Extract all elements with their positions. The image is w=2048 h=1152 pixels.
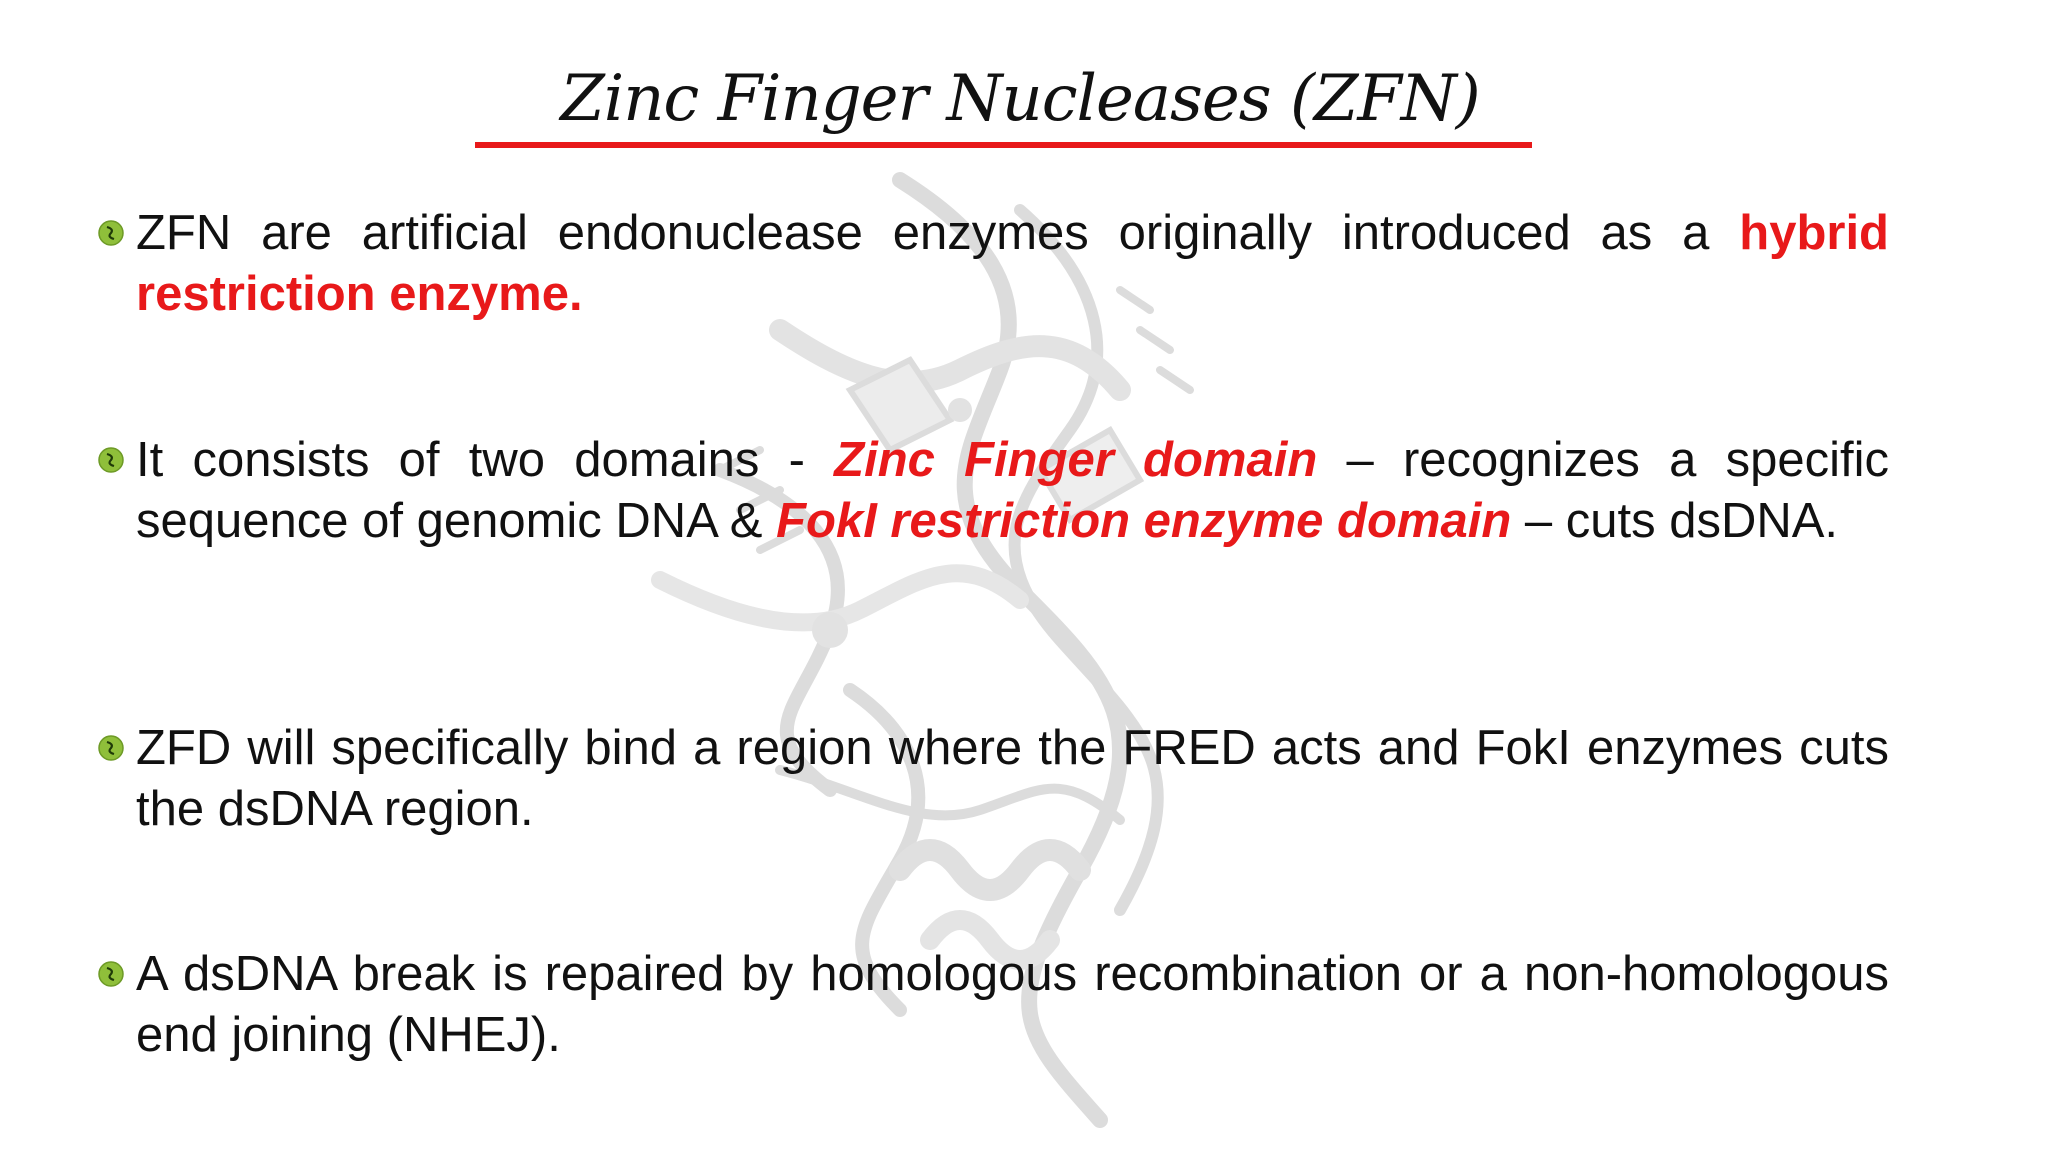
bullet-item: ZFN are artificial endonuclease enzymes … [98,203,1898,325]
bullet-text: It consists of two domains - Zinc Finger… [136,430,1889,552]
highlight-term: Zinc Finger domain [834,433,1318,487]
green-leaf-bullet-icon [98,961,124,987]
bullet-text-segment: ZFN are artificial endonuclease enzymes … [136,206,1740,260]
bullet-text-segment: – cuts dsDNA. [1511,494,1839,548]
bullet-item: ZFD will specifically bind a region wher… [98,718,1898,840]
bullet-item: A dsDNA break is repaired by homologous … [98,944,1898,1066]
highlight-term: hybrid restriction enzyme. [136,206,1889,321]
bullet-text-segment: It consists of two domains - [136,433,835,487]
green-leaf-bullet-icon [98,220,124,246]
green-leaf-bullet-icon [98,447,124,473]
green-leaf-bullet-icon [98,735,124,761]
bullet-text: ZFD will specifically bind a region wher… [136,718,1889,840]
highlight-term: FokI restriction enzyme domain [776,494,1512,548]
bullet-text: A dsDNA break is repaired by homologous … [136,944,1889,1066]
bullet-text-segment: ZFD will specifically bind a region wher… [136,721,1889,836]
title-underline [475,142,1532,148]
bullet-text-segment: A dsDNA break is repaired by homologous … [136,947,1889,1062]
bullet-text: ZFN are artificial endonuclease enzymes … [136,203,1889,325]
bullet-text-segment: – recognizes a specific sequence of geno… [136,433,1890,548]
protein-dna-structure-image [651,172,1194,1128]
bullet-item: It consists of two domains - Zinc Finger… [98,430,1898,552]
slide-title: Zinc Finger Nucleases (ZFN) [560,62,1481,136]
